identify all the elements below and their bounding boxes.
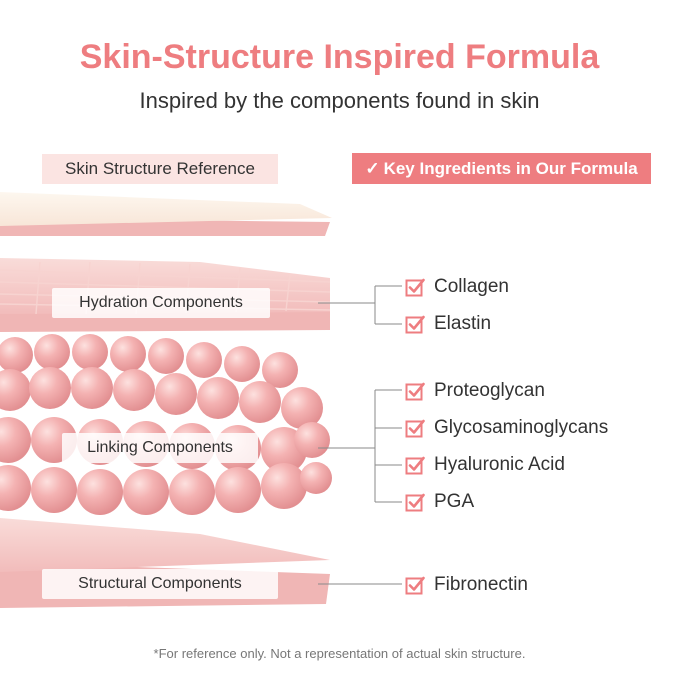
checkbox-checked-icon [405,419,425,438]
checkbox-checked-icon [405,382,425,401]
checkbox-checked-icon [405,456,425,475]
page-title: Skin-Structure Inspired Formula [79,38,600,76]
skin-structure-reference-tag: Skin Structure Reference [42,154,278,184]
top-skin-sheet [0,192,332,236]
ingredient-glycosaminoglycans: Glycosaminoglycans [405,415,608,441]
ingredient-collagen: Collagen [405,274,509,300]
footnote: *For reference only. Not a representatio… [153,646,526,661]
ingredient-hyaluronic-acid: Hyaluronic Acid [405,452,565,478]
structural-components-label: Structural Components [42,569,278,599]
checkbox-checked-icon [405,278,425,297]
ingredient-elastin: Elastin [405,311,491,337]
page-subtitle: Inspired by the components found in skin [139,88,540,113]
checkbox-checked-icon [405,576,425,595]
connector-lines [318,285,402,585]
key-ingredients-tag: ✓Key Ingredients in Our Formula [352,153,651,184]
checkmark-icon: ✓ [365,159,380,178]
hydration-components-label: Hydration Components [52,288,270,318]
linking-components-label: Linking Components [62,433,258,463]
key-ingredients-label: Key Ingredients in Our Formula [383,159,638,178]
ingredient-proteoglycan: Proteoglycan [405,378,545,404]
checkbox-checked-icon [405,315,425,334]
linking-sphere-layer [0,334,332,515]
checkbox-checked-icon [405,493,425,512]
ingredient-pga: PGA [405,489,474,515]
ingredient-fibronectin: Fibronectin [405,572,528,598]
